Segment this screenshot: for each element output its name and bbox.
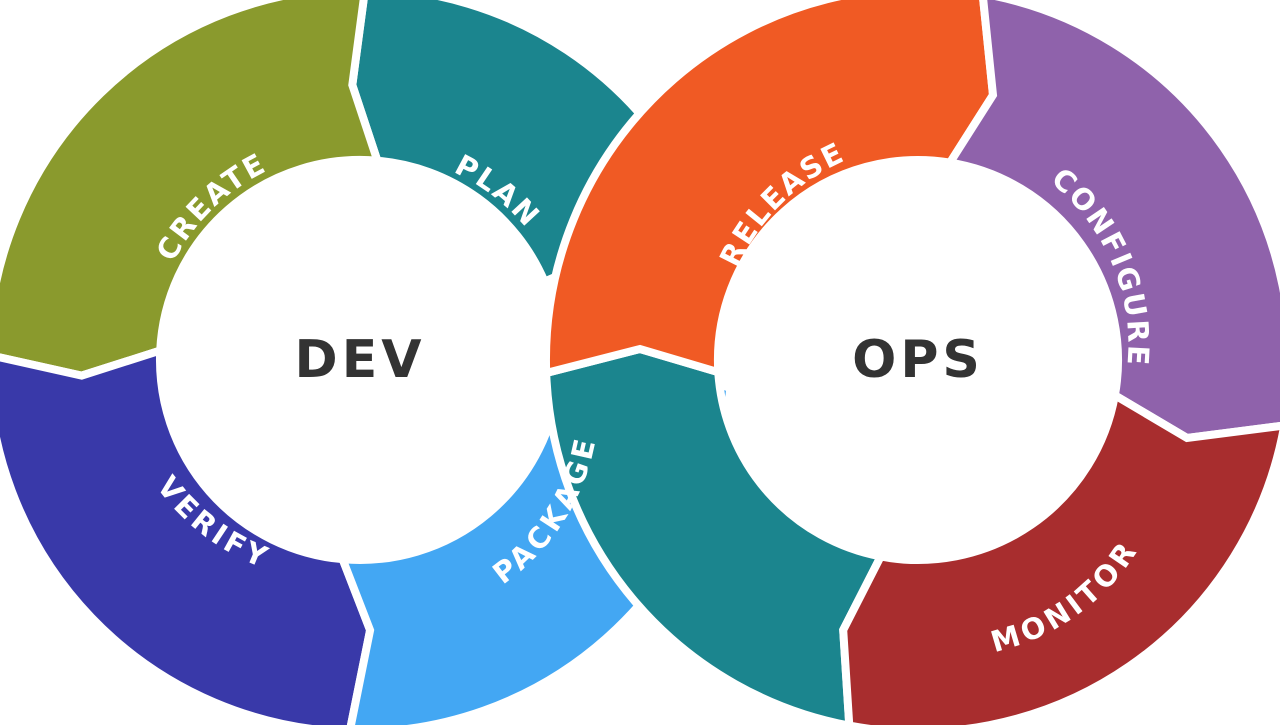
segment-transition	[542, 344, 887, 725]
ops-title: OPS	[852, 330, 984, 390]
segment-configure	[943, 0, 1280, 443]
dev-title: DEV	[295, 330, 426, 390]
segment-release	[541, 0, 998, 379]
segment-monitor	[839, 388, 1280, 725]
segment-verify	[0, 345, 375, 725]
segment-create	[0, 0, 384, 380]
ops-ring	[541, 0, 1280, 725]
